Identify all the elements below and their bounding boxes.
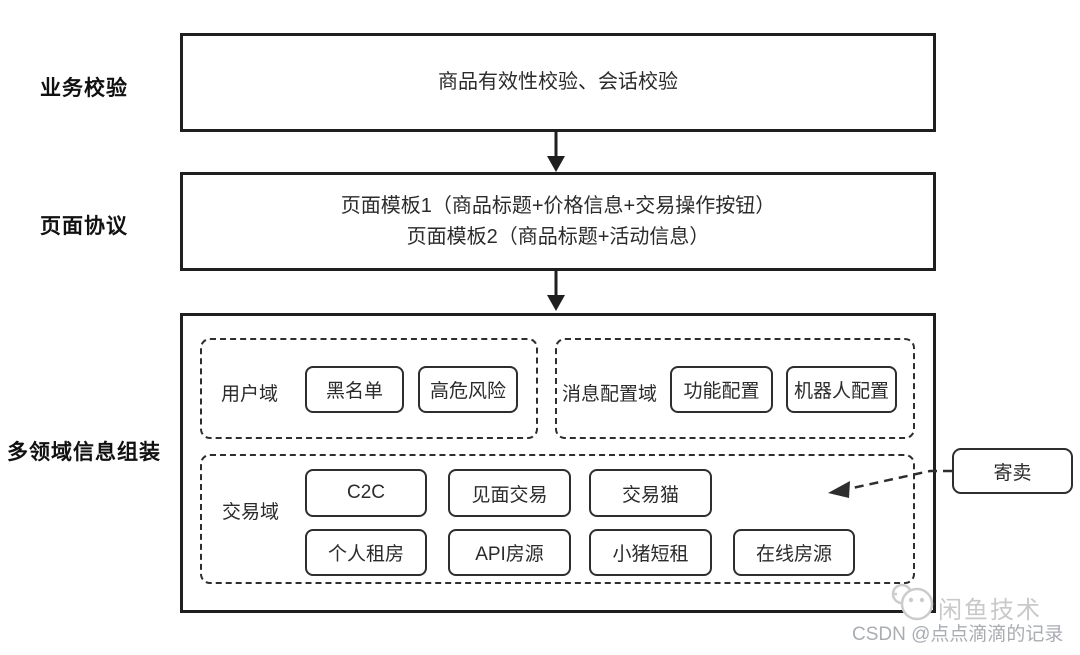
arrow-template-to-assembly [547,271,565,311]
stage-label-assembly: 多领域信息组装 [7,441,161,464]
chip-personal-rent: 个人租房 [305,529,427,576]
stage-label-protocol: 页面协议 [40,215,128,238]
user-domain-group [200,338,538,439]
consignment-callout: 寄卖 [952,448,1073,494]
chip-api-housing: API房源 [448,529,571,576]
trade-domain-group [200,454,915,584]
chip-blacklist: 黑名单 [305,366,404,413]
chip-robot-config: 机器人配置 [786,366,897,413]
user-domain-label: 用户域 [221,384,279,405]
template-line-1: 页面模板1（商品标题+价格信息+交易操作按钮） [340,194,776,217]
chip-xiaozhu-rent: 小猪短租 [589,529,712,576]
template-box: 页面模板1（商品标题+价格信息+交易操作按钮） 页面模板2（商品标题+活动信息） [180,172,936,271]
xianyu-logo-icon [891,583,934,621]
validation-box-text: 商品有效性校验、会话校验 [438,71,678,93]
chip-high-risk: 高危风险 [418,366,518,413]
validation-box: 商品有效性校验、会话校验 [180,33,936,132]
chip-meet-trade: 见面交易 [448,469,571,517]
trade-domain-label: 交易域 [222,502,280,523]
message-domain-group [555,338,915,439]
chip-trade-cat: 交易猫 [589,469,712,517]
template-line-2: 页面模板2（商品标题+活动信息） [406,225,710,248]
message-domain-label: 消息配置域 [562,384,658,405]
arrow-validation-to-template [547,132,565,172]
chip-c2c: C2C [305,469,427,517]
chip-function-config: 功能配置 [670,366,773,413]
watermark-csdn: CSDN @点点滴滴的记录 [852,624,1064,645]
watermark-brand: 闲鱼技术 [938,597,1042,624]
chip-online-housing: 在线房源 [733,529,855,576]
stage-label-validation: 业务校验 [40,77,128,100]
